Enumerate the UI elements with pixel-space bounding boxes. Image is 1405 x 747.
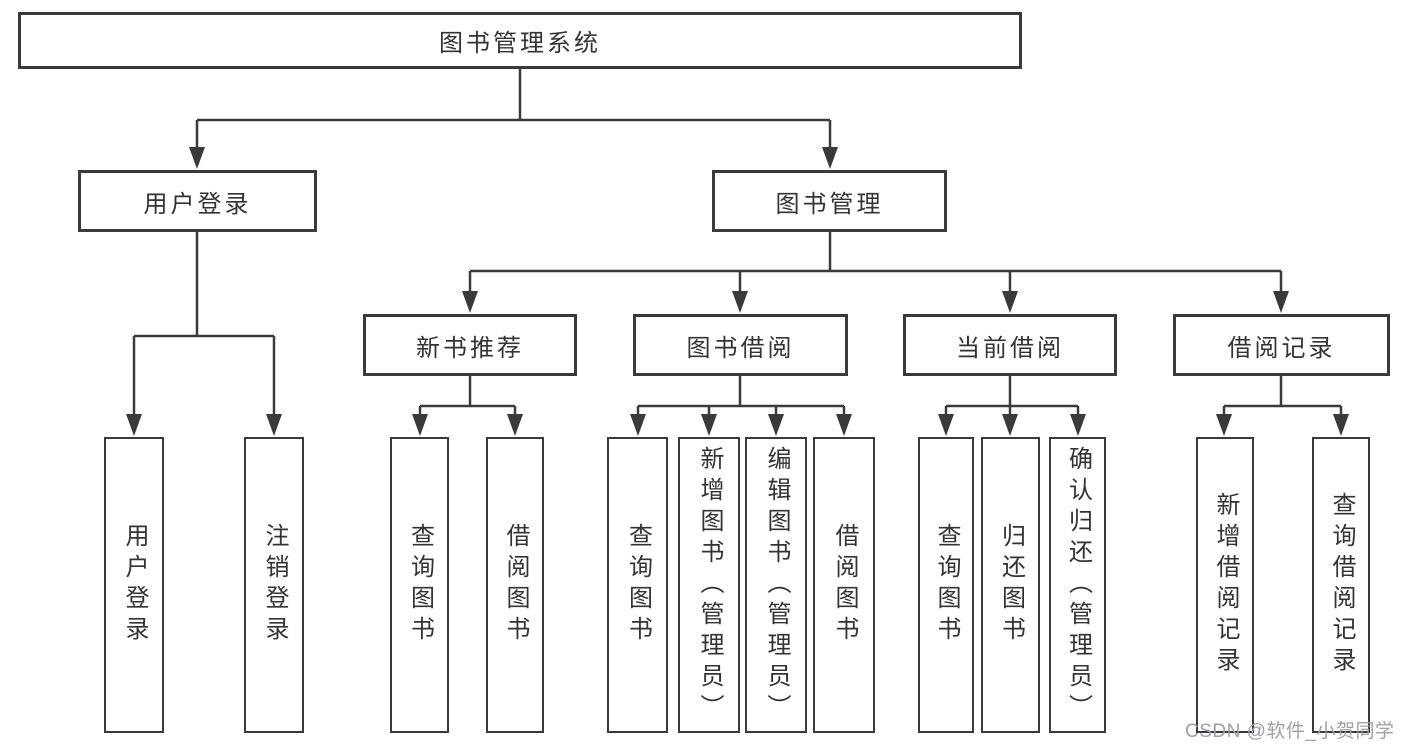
node-library-management-system: 图书管理系统 (18, 12, 1022, 69)
node-book-borrow: 图书借阅 (633, 314, 848, 376)
leaf-user-login: 用户登录 (104, 437, 164, 733)
leaf-return-books: 归还图书 (981, 437, 1040, 733)
node-new-book-recommend: 新书推荐 (363, 314, 577, 376)
leaf-label: 归还图书 (997, 523, 1025, 647)
arrowheads (126, 147, 1349, 436)
leaf-edit-book-admin: 编辑图书（管理员） (745, 437, 807, 733)
leaf-borrow-books: 借阅图书 (813, 437, 875, 733)
leaf-label: 借阅图书 (831, 523, 858, 647)
leaf-label: 新增图书（管理员） (696, 445, 723, 725)
leaf-label: 用户登录 (121, 523, 148, 647)
node-user-login: 用户登录 (78, 170, 317, 232)
node-current-borrow: 当前借阅 (903, 314, 1117, 376)
leaf-query-books-recommend: 查询图书 (390, 437, 449, 733)
node-book-management: 图书管理 (712, 170, 947, 232)
leaf-query-books-borrow: 查询图书 (607, 437, 668, 733)
leaf-label: 借阅图书 (502, 523, 529, 647)
node-borrow-record: 借阅记录 (1173, 314, 1390, 376)
leaf-add-borrow-record: 新增借阅记录 (1196, 437, 1254, 733)
leaf-label: 注销登录 (261, 523, 288, 647)
leaf-label: 查询借阅记录 (1328, 492, 1355, 678)
leaf-query-books-current: 查询图书 (918, 437, 974, 733)
leaf-confirm-return-admin: 确认归还（管理员） (1049, 437, 1106, 733)
leaf-label: 查询图书 (933, 523, 960, 647)
leaf-label: 查询图书 (624, 523, 652, 647)
leaf-label: 查询图书 (406, 523, 434, 647)
leaf-label: 新增借阅记录 (1212, 492, 1239, 678)
leaf-label: 确认归还（管理员） (1064, 445, 1092, 725)
leaf-borrow-books-recommend: 借阅图书 (486, 437, 544, 733)
leaf-label: 编辑图书（管理员） (763, 445, 790, 725)
leaf-add-book-admin: 新增图书（管理员） (678, 437, 740, 733)
leaf-query-borrow-record: 查询借阅记录 (1312, 437, 1370, 733)
csdn-watermark: CSDN @软件_小贺同学 (1185, 721, 1395, 742)
leaf-logout: 注销登录 (244, 437, 304, 733)
